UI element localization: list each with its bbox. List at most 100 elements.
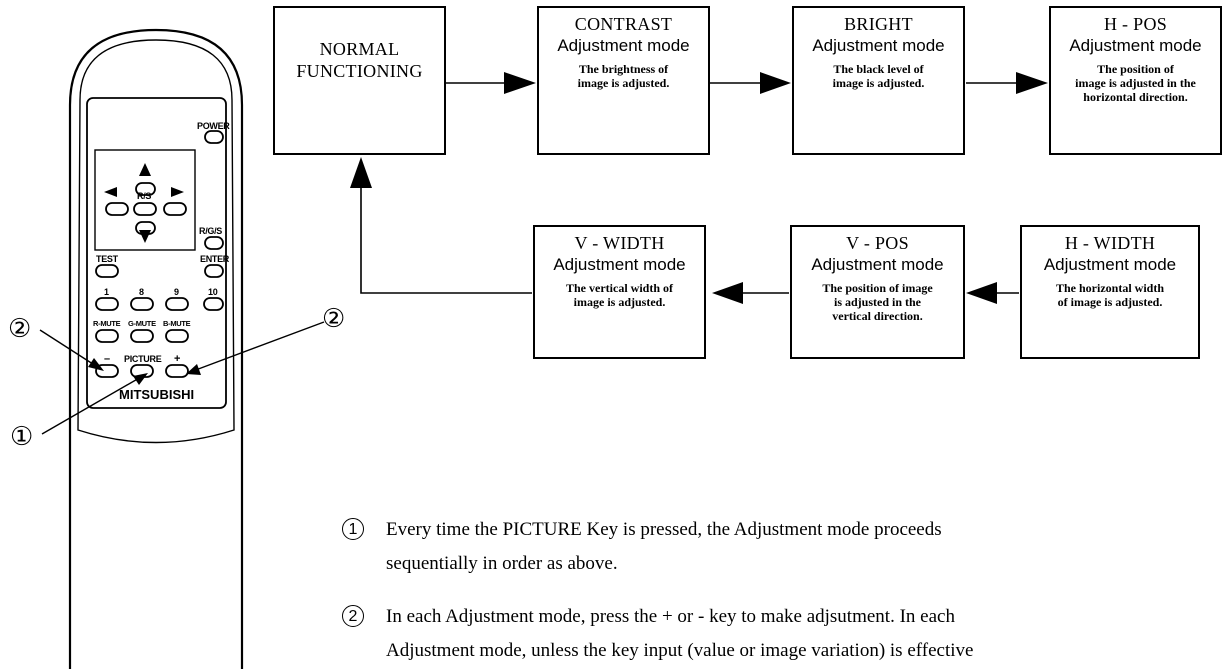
brand-logo: MITSUBISHI — [119, 387, 195, 402]
vpos-desc-1: The position of image — [822, 281, 933, 295]
hpos-box: H - POS Adjustment mode The position of … — [1049, 6, 1222, 155]
up-button[interactable] — [135, 182, 156, 196]
dpad-frame — [94, 149, 196, 251]
test-button[interactable] — [95, 264, 119, 278]
flow-arrowhead-bright — [760, 72, 791, 94]
hwidth-box: H - WIDTH Adjustment mode The horizontal… — [1020, 225, 1200, 359]
button-1-label: 1 — [104, 287, 109, 297]
bright-desc-1: The black level of — [833, 62, 924, 76]
contrast-box: CONTRAST Adjustment mode The brightness … — [537, 6, 710, 155]
callout-2-right-arrowhead — [186, 364, 201, 375]
left-button[interactable] — [105, 202, 129, 216]
hwidth-desc-2: of image is adjusted. — [1057, 295, 1163, 309]
arrow-right-icon — [171, 187, 184, 197]
vwidth-desc-1: The vertical width of — [566, 281, 673, 295]
bright-desc-2: image is adjusted. — [832, 76, 925, 90]
gmute-button[interactable] — [130, 329, 154, 343]
hwidth-mode: Adjustment mode — [1043, 255, 1177, 274]
hwidth-desc-1: The horizontal width — [1055, 281, 1164, 295]
enter-button[interactable] — [204, 264, 224, 278]
flow-line-vwidth-normal — [360, 185, 532, 294]
rgs-label: R/G/S — [199, 226, 223, 236]
normal-functioning-box: NORMAL FUNCTIONING — [273, 6, 446, 155]
remote-panel — [86, 97, 227, 409]
bright-title: BRIGHT — [844, 14, 913, 34]
button-8-label: 8 — [139, 287, 144, 297]
hpos-desc-1: The position of — [1097, 62, 1174, 76]
flow-arrowhead-hpos — [1016, 72, 1048, 94]
enter-label: ENTER — [200, 254, 230, 264]
bright-mode: Adjustment mode — [812, 36, 945, 55]
remote-body — [68, 28, 244, 669]
plus-button[interactable] — [165, 364, 189, 378]
button-1[interactable] — [95, 297, 119, 311]
vwidth-desc-2: image is adjusted. — [573, 295, 666, 309]
button-8[interactable] — [130, 297, 154, 311]
contrast-desc-1: The brightness of — [578, 62, 669, 76]
remote-inner-outline — [77, 39, 235, 444]
vpos-title: V - POS — [846, 233, 909, 253]
rmute-label: R-MUTE — [93, 319, 121, 328]
callout-2-right-line — [192, 321, 325, 372]
button-9-label: 9 — [174, 287, 179, 297]
picture-label: PICTURE — [124, 354, 162, 364]
test-label: TEST — [96, 254, 118, 264]
note-1-line-1: Every time the PICTURE Key is pressed, t… — [386, 519, 942, 540]
callout-2-left-arrowhead — [88, 358, 104, 371]
vwidth-title: V - WIDTH — [574, 233, 665, 253]
bmute-label: B-MUTE — [163, 319, 191, 328]
note-2-number: 2 — [342, 605, 364, 627]
note-1-number: 1 — [342, 518, 364, 540]
normal-title-line2: FUNCTIONING — [296, 61, 423, 81]
callout-2-left: ② — [8, 314, 32, 344]
note-2-line-1: In each Adjustment mode, press the + or … — [386, 606, 955, 627]
arrow-up-icon — [139, 163, 151, 176]
note-2-line-2: Adjustment mode, unless the key input (v… — [386, 640, 974, 661]
normal-title-line1: NORMAL — [319, 39, 400, 59]
callout-1-line — [41, 376, 142, 435]
hpos-desc-3: horizontal direction. — [1083, 90, 1188, 104]
hpos-mode: Adjustment mode — [1069, 36, 1202, 55]
power-button[interactable] — [204, 130, 224, 144]
callout-2-left-line — [39, 329, 97, 367]
flow-arrowhead-vpos — [966, 282, 997, 304]
flow-arrowhead-vwidth — [712, 282, 743, 304]
bmute-button[interactable] — [165, 329, 189, 343]
rs-label: R/S — [137, 191, 152, 201]
contrast-mode: Adjustment mode — [557, 36, 690, 55]
button-10[interactable] — [203, 297, 224, 311]
callout-2-right: ② — [322, 304, 346, 334]
hpos-desc-2: image is adjusted in the — [1075, 76, 1196, 90]
rmute-button[interactable] — [95, 329, 119, 343]
vwidth-box: V - WIDTH Adjustment mode The vertical w… — [533, 225, 706, 359]
bright-box: BRIGHT Adjustment mode The black level o… — [792, 6, 965, 155]
callout-1: ① — [10, 422, 34, 452]
flow-arrowhead-contrast — [504, 72, 536, 94]
minus-label: – — [104, 353, 110, 365]
hwidth-title: H - WIDTH — [1064, 233, 1156, 253]
contrast-desc-2: image is adjusted. — [577, 76, 670, 90]
vpos-mode: Adjustment mode — [811, 255, 944, 274]
rgs-button[interactable] — [204, 236, 224, 250]
note-1-line-2: sequentially in order as above. — [386, 553, 618, 574]
gmute-label: G-MUTE — [128, 319, 156, 328]
rs-button[interactable] — [133, 202, 157, 216]
arrow-left-icon — [104, 187, 117, 197]
vwidth-mode: Adjustment mode — [553, 255, 686, 274]
button-10-label: 10 — [208, 287, 218, 297]
callout-1-arrowhead — [133, 373, 148, 385]
vpos-desc-2: is adjusted in the — [833, 295, 922, 309]
note-1: 1 Every time the PICTURE Key is pressed,… — [342, 513, 1222, 583]
power-label: POWER — [197, 121, 230, 131]
hpos-title: H - POS — [1103, 14, 1168, 34]
note-2: 2 In each Adjustment mode, press the + o… — [342, 600, 1227, 669]
right-button[interactable] — [163, 202, 187, 216]
button-9[interactable] — [165, 297, 189, 311]
flow-arrowhead-normal — [350, 157, 372, 188]
plus-label: + — [174, 353, 181, 365]
vpos-box: V - POS Adjustment mode The position of … — [790, 225, 965, 359]
contrast-title: CONTRAST — [574, 14, 673, 34]
arrow-down-icon — [139, 230, 151, 243]
vpos-desc-3: vertical direction. — [832, 309, 923, 323]
